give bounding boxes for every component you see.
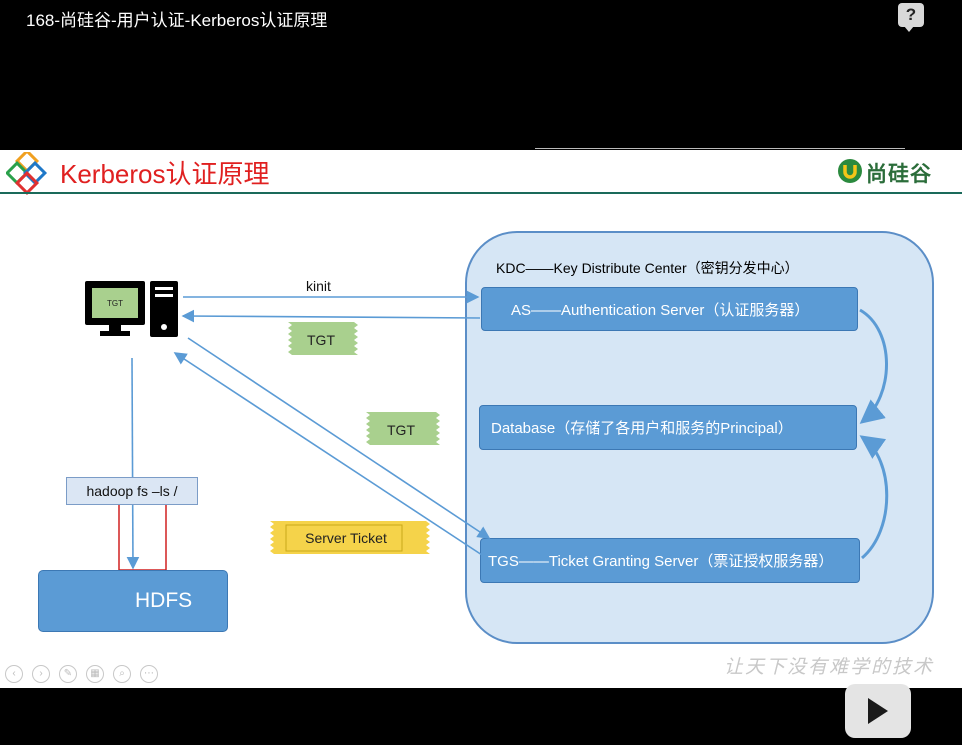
brand-logo-icon	[838, 159, 862, 183]
client-to-tgs-arrow	[187, 337, 491, 539]
client-to-hdfs-arrow	[126, 357, 140, 570]
play-icon[interactable]	[845, 684, 911, 738]
watermark: 让天下没有难学的技术	[724, 656, 935, 678]
monitor-tgt-label: TGT	[107, 298, 123, 308]
tgt-label-1: TGT	[307, 332, 335, 348]
next-icon[interactable]: ›	[32, 665, 50, 683]
brand-name: 尚硅谷	[866, 163, 932, 186]
divider	[535, 148, 905, 149]
pen-icon[interactable]: ✎	[59, 665, 77, 683]
kinit-label: kinit	[306, 278, 331, 294]
tgs-server-label: TGS——Ticket Granting Server（票证授权服务器）	[488, 553, 834, 570]
tgs-server-box[interactable]: TGS——Ticket Granting Server（票证授权服务器）	[480, 538, 860, 583]
computer-icon	[85, 281, 178, 337]
zoom-icon[interactable]: ⌕	[113, 665, 131, 683]
tgt-label-2: TGT	[387, 422, 415, 438]
hdfs-box[interactable]: HDFS	[38, 570, 228, 632]
question-icon[interactable]: ?	[898, 3, 924, 32]
video-header: 168-尚硅谷-用户认证-Kerberos认证原理 ?	[0, 0, 962, 150]
more-icon[interactable]: ⋯	[140, 665, 158, 683]
server-ticket-label: Server Ticket	[305, 530, 387, 546]
as-server-label: AS——Authentication Server（认证服务器）	[511, 301, 810, 319]
as-server-box[interactable]: AS——Authentication Server（认证服务器）	[481, 287, 858, 331]
logo-icon	[6, 152, 48, 196]
tgs-to-db-arrow	[859, 435, 889, 560]
tgs-to-client-arrow	[173, 352, 483, 556]
database-label: Database（存储了各用户和服务的Principal）	[491, 420, 793, 437]
video-footer	[0, 688, 962, 745]
tgt-ticket-icon-1	[288, 322, 358, 355]
prev-icon[interactable]: ‹	[5, 665, 23, 683]
server-ticket-icon	[270, 521, 430, 554]
database-box[interactable]: Database（存储了各用户和服务的Principal）	[479, 405, 857, 450]
tgt-ticket-icon-2	[366, 412, 440, 445]
video-title: 168-尚硅谷-用户认证-Kerberos认证原理	[26, 11, 328, 30]
kdc-label: KDC——Key Distribute Center（密钥分发中心）	[496, 260, 799, 276]
hdfs-label: HDFS	[135, 589, 193, 612]
slides-icon[interactable]: ▦	[86, 665, 104, 683]
as-to-db-arrow	[859, 308, 888, 424]
tgt-return-arrow	[181, 309, 481, 323]
header-divider	[0, 192, 962, 194]
slide-title: Kerberos认证原理	[60, 159, 270, 189]
command-box: hadoop fs –ls /	[66, 477, 198, 505]
highlight-box	[118, 501, 167, 571]
